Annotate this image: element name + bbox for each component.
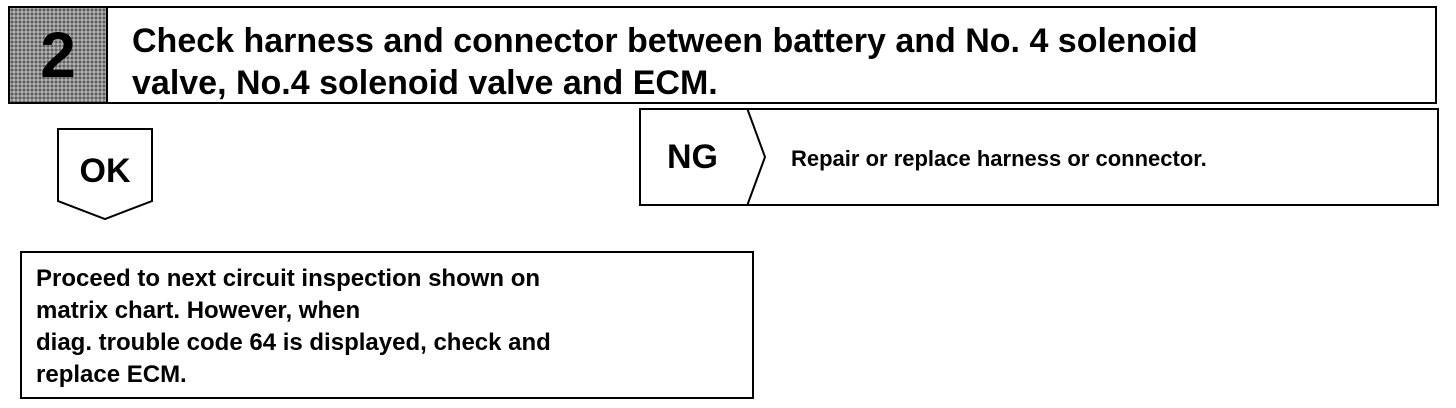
- step-title-line-1: Check harness and connector between batt…: [132, 22, 1198, 60]
- step-number: 2: [40, 19, 76, 91]
- ng-action-text: Repair or replace harness or connector.: [791, 146, 1207, 171]
- ok-result-line-3: diag. trouble code 64 is displayed, chec…: [36, 329, 551, 356]
- ok-label: OK: [79, 152, 131, 190]
- step-number-badge: 2: [10, 8, 108, 102]
- step-header: 2 Check harness and connector between ba…: [8, 6, 1437, 104]
- ng-branch-box: NG Repair or replace harness or connecto…: [639, 108, 1439, 206]
- ok-branch-arrow: OK: [57, 128, 153, 221]
- ok-result-box: Proceed to next circuit inspection shown…: [20, 251, 754, 399]
- step-title: Check harness and connector between batt…: [108, 8, 1198, 102]
- ok-result-line-1: Proceed to next circuit inspection shown…: [36, 265, 541, 292]
- down-arrow-icon: [57, 128, 153, 221]
- ng-label: NG: [667, 138, 718, 176]
- chevron-right-icon: [746, 108, 767, 206]
- ok-result-line-4: replace ECM.: [36, 361, 187, 388]
- step-title-line-2: valve, No.4 solenoid valve and ECM.: [132, 64, 718, 102]
- ok-result-line-2: matrix chart. However, when: [36, 297, 361, 324]
